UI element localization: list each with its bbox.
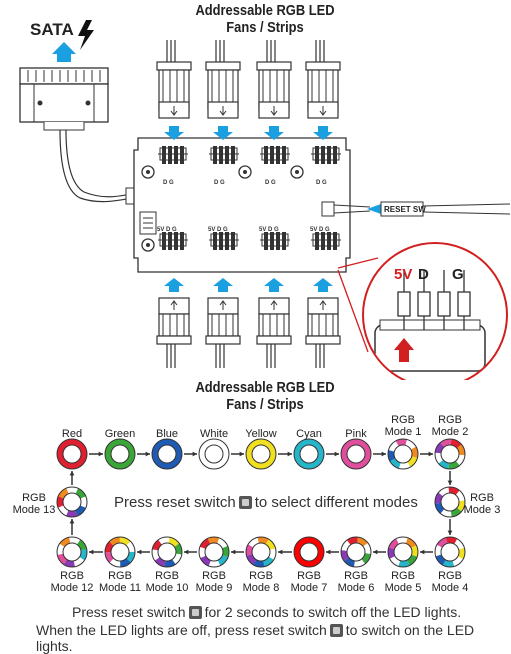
mode-ring-10 xyxy=(434,486,466,518)
hub-board xyxy=(133,137,511,273)
reset-sw-label: RESET SW xyxy=(384,205,426,214)
mode-label-2: Green xyxy=(104,428,136,440)
reset-button-icon xyxy=(238,496,252,509)
mode-ring-8 xyxy=(387,438,419,470)
inset-up-arrow-icon xyxy=(394,338,414,362)
mode-label-13: RGB Mode 6 xyxy=(337,570,375,594)
mode-label-4: White xyxy=(199,428,229,440)
top-title: Addressable RGB LED Fans / Strips xyxy=(195,2,335,36)
header-pin-block xyxy=(260,232,290,250)
reset-button-icon xyxy=(329,624,343,637)
mode-label-14: RGB Mode 7 xyxy=(290,570,328,594)
mode-label-19: RGB Mode 12 xyxy=(50,570,94,594)
down-arrow-icon xyxy=(164,126,184,140)
down-arrow-icon xyxy=(313,126,333,140)
header-pin-block xyxy=(311,232,341,250)
sata-arrow-icon xyxy=(52,42,76,62)
mode-label-10: RGB Mode 3 xyxy=(463,492,501,516)
mode-label-5: Yellow xyxy=(245,428,277,440)
pin-label-bot-4: 5V D G xyxy=(310,227,330,233)
header-pin-block xyxy=(311,146,341,164)
header-pins xyxy=(158,146,341,250)
header-pin-block xyxy=(158,232,188,250)
down-arrow-icon xyxy=(264,126,284,140)
mode-label-15: RGB Mode 8 xyxy=(242,570,280,594)
mode-label-16: RGB Mode 9 xyxy=(195,570,233,594)
down-arrow-icon xyxy=(213,126,233,140)
pin-label-bot-3: 5V D G xyxy=(259,227,279,233)
bottom-title: Addressable RGB LED Fans / Strips xyxy=(195,379,335,413)
top-fan-4 xyxy=(305,40,341,140)
mode-label-17: RGB Mode 10 xyxy=(145,570,189,594)
mode-label-6: Cyan xyxy=(296,428,322,440)
header-pin-block xyxy=(260,146,290,164)
mode-ring-18 xyxy=(104,536,136,568)
up-arrow-icon xyxy=(264,278,284,292)
up-arrow-icon xyxy=(164,278,184,292)
bottom-fan-1 xyxy=(156,278,192,368)
hub-diagram xyxy=(19,20,511,380)
pin-label-top-3: D G xyxy=(265,180,276,186)
mode-ring-4 xyxy=(198,438,230,470)
inset-d-label: D xyxy=(418,266,429,283)
pin-label-top-2: D G xyxy=(214,180,225,186)
inset-5v-label: 5V xyxy=(394,266,413,283)
mode-ring-14 xyxy=(293,536,325,568)
mode-ring-6 xyxy=(293,438,325,470)
top-fans xyxy=(156,40,341,140)
mode-label-3: Blue xyxy=(155,428,179,440)
top-fan-3 xyxy=(256,40,292,140)
pin-label-bot-1: 5V D G xyxy=(157,227,177,233)
mode-label-11: RGB Mode 4 xyxy=(431,570,469,594)
up-arrow-icon xyxy=(213,278,233,292)
inset-zoom xyxy=(337,242,508,380)
mode-ring-2 xyxy=(104,438,136,470)
mode-label-8: RGB Mode 1 xyxy=(384,414,422,438)
bottom-fan-3 xyxy=(256,278,292,368)
mode-ring-9 xyxy=(434,438,466,470)
mode-ring-3 xyxy=(151,438,183,470)
sata-label: SATA xyxy=(30,20,74,39)
pin-label-top-1: D G xyxy=(163,180,174,186)
mode-ring-5 xyxy=(245,438,277,470)
mode-label-7: Pink xyxy=(345,428,367,440)
inset-g-label: G xyxy=(452,266,464,283)
top-fan-1 xyxy=(156,40,192,140)
mode-ring-11 xyxy=(434,536,466,568)
mode-ring-12 xyxy=(387,536,419,568)
top-fan-2 xyxy=(205,40,241,140)
mode-label-9: RGB Mode 2 xyxy=(431,414,469,438)
header-pin-block xyxy=(158,146,188,164)
reset-button-icon xyxy=(188,606,202,619)
mode-ring-1 xyxy=(56,438,88,470)
mode-ring-19 xyxy=(56,536,88,568)
lightning-icon xyxy=(78,20,94,50)
bottom-fans xyxy=(156,278,341,368)
modes-diagram xyxy=(56,438,466,568)
header-pin-block xyxy=(209,232,239,250)
mode-ring-15 xyxy=(245,536,277,568)
mode-ring-16 xyxy=(198,536,230,568)
mode-label-12: RGB Mode 5 xyxy=(384,570,422,594)
pin-label-bot-2: 5V D G xyxy=(208,227,228,233)
mode-label-20: RGB Mode 13 xyxy=(12,492,56,516)
up-arrow-icon xyxy=(313,278,333,292)
bottom-fan-2 xyxy=(205,278,241,368)
mode-ring-7 xyxy=(340,438,372,470)
pin-label-top-4: D G xyxy=(316,180,327,186)
bottom-fan-4 xyxy=(305,278,341,368)
mode-ring-20 xyxy=(56,486,88,518)
mode-label-18: RGB Mode 11 xyxy=(99,570,141,594)
mode-label-1: Red xyxy=(61,428,83,440)
mode-ring-17 xyxy=(151,536,183,568)
header-pin-block xyxy=(209,146,239,164)
instruction-line-2: When the LED lights are off, press reset… xyxy=(36,622,475,654)
mode-ring-13 xyxy=(340,536,372,568)
sata-connector xyxy=(19,67,143,205)
